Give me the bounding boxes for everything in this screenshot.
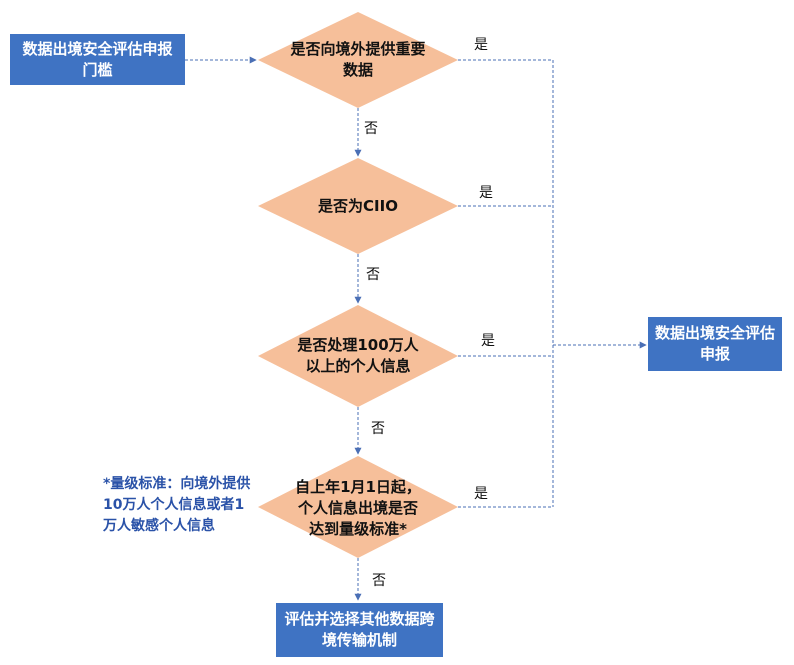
no-label-1: 否 <box>364 121 378 137</box>
yes-label-1: 是 <box>474 37 488 53</box>
decision-diamond-2 <box>258 158 458 254</box>
yes-label-3: 是 <box>481 333 495 349</box>
decision-diamond-1 <box>258 12 458 108</box>
decision-text-2: 是否为CIIO <box>318 196 398 215</box>
no-label-3: 否 <box>371 421 385 437</box>
end-box: 评估并选择其他数据跨境传输机制 <box>276 603 443 657</box>
no-label-2: 否 <box>366 267 380 283</box>
start-box: 数据出境安全评估申报门槛 <box>10 34 185 85</box>
result-box: 数据出境安全评估申报 <box>648 317 782 371</box>
decision-text-3: 是否处理100万人以上的个人信息 <box>297 336 419 375</box>
yes-label-4: 是 <box>474 486 488 502</box>
threshold-note: *量级标准：向境外提供10万人个人信息或者1万人敏感个人信息 <box>103 476 251 534</box>
decision-text-1: 是否向境外提供重要数据 <box>290 40 426 79</box>
decision-diamond-4 <box>258 456 458 558</box>
no-label-4: 否 <box>372 573 386 589</box>
yes-label-2: 是 <box>479 185 493 201</box>
decision-diamond-3 <box>258 305 458 407</box>
decision-text-4: 自上年1月1日起，个人信息出境是否达到量级标准* <box>295 477 421 538</box>
